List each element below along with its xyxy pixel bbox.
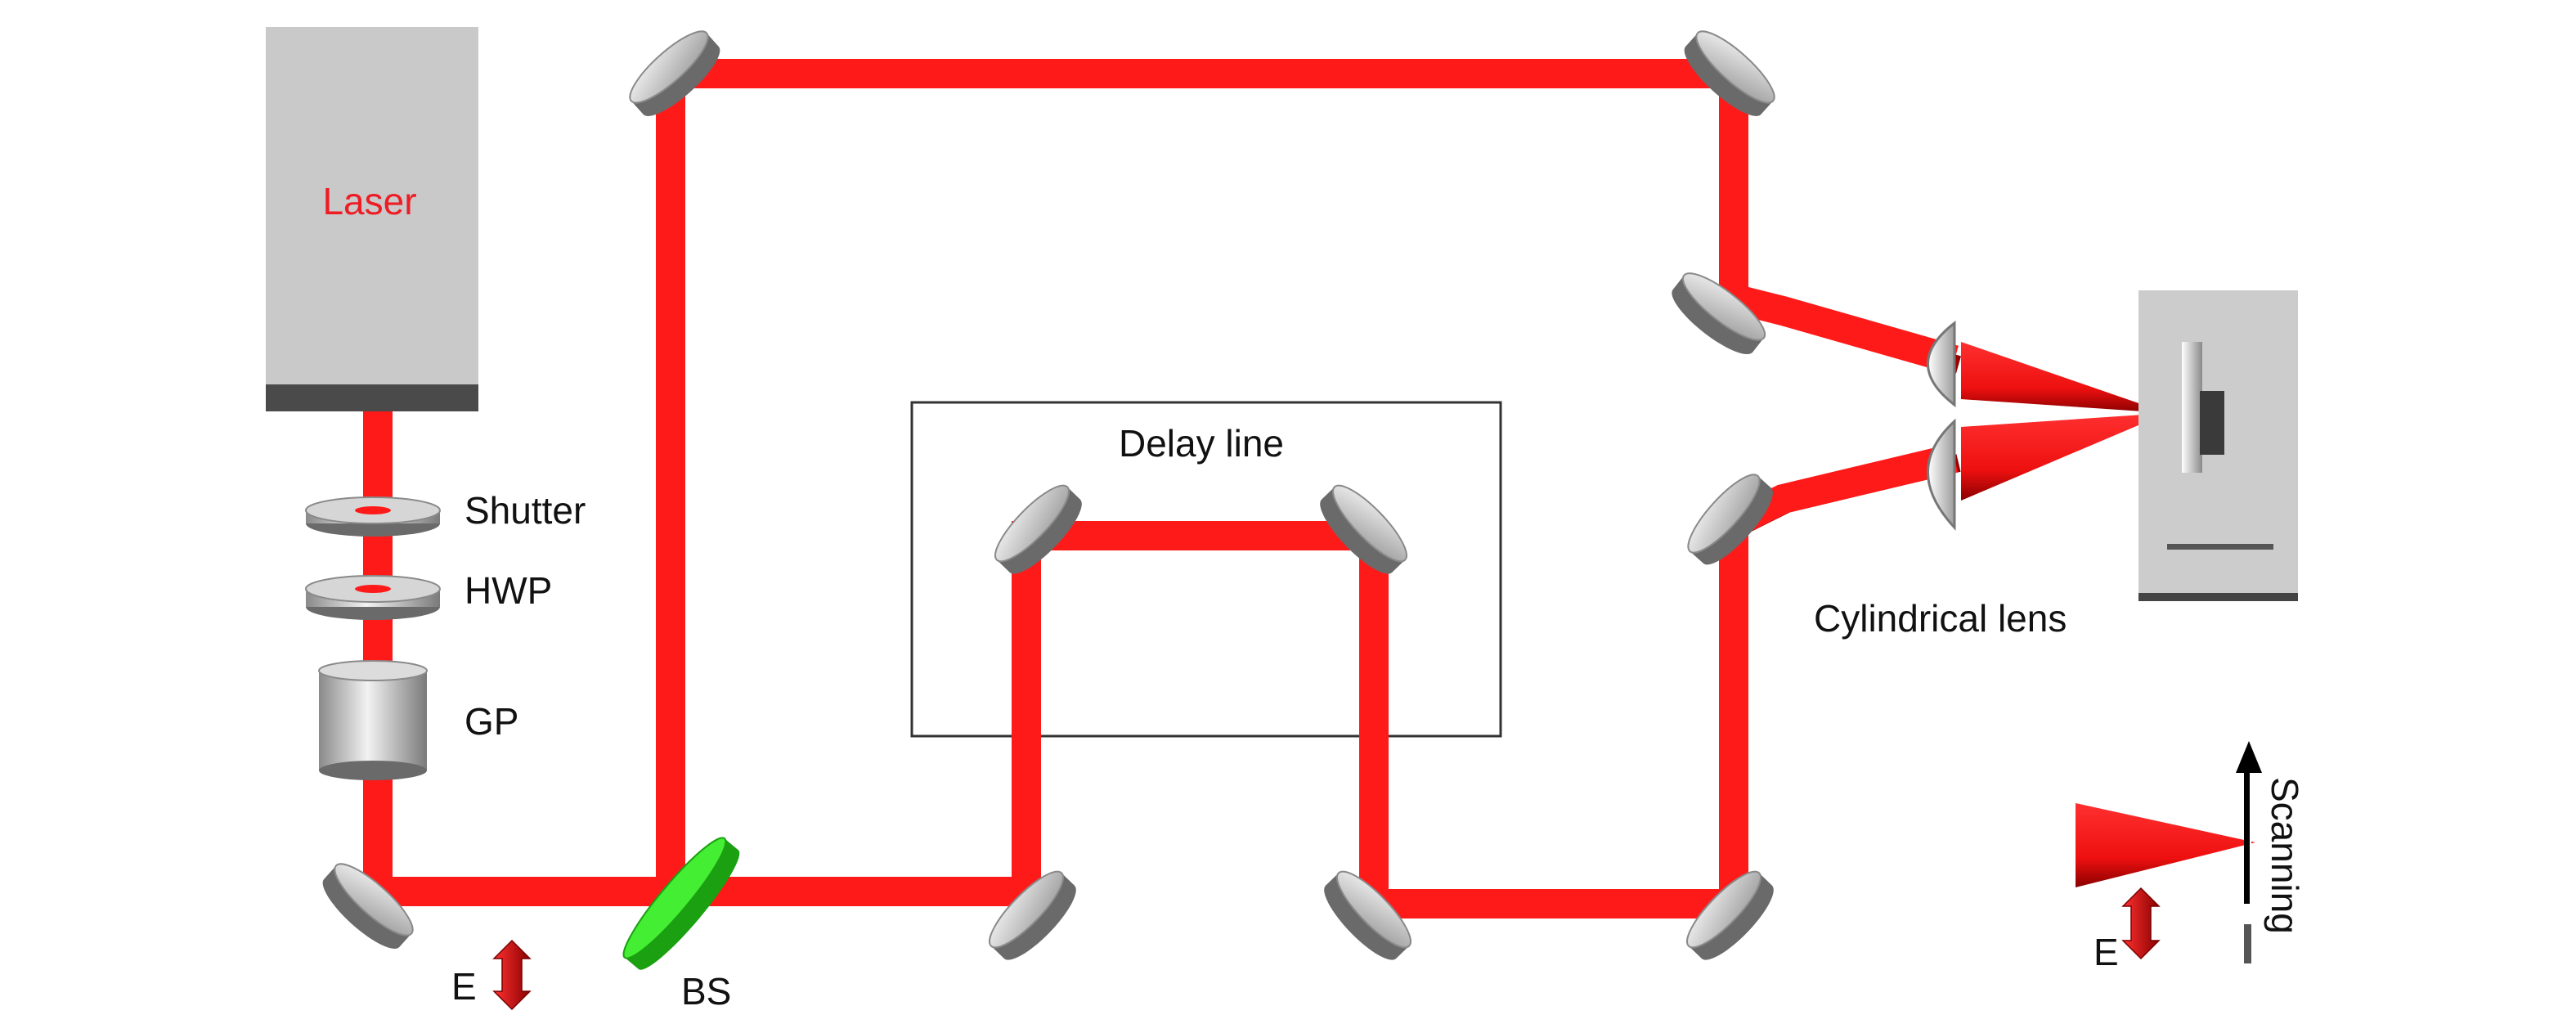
- scanning-label: Scanning: [2264, 777, 2306, 934]
- mirror-top-left: [629, 30, 720, 116]
- shutter-optic: [305, 496, 441, 537]
- scanning-arrowhead: [2236, 741, 2262, 773]
- glan-prism-optic: [318, 660, 428, 780]
- e-label-left: E: [451, 965, 477, 1008]
- shutter-label: Shutter: [464, 489, 586, 532]
- cylindrical-lens-label: Cylindrical lens: [1814, 597, 2067, 640]
- sample-stage: [2138, 290, 2298, 601]
- focused-beams: [1961, 342, 2167, 501]
- mirror-bottom-left: [322, 863, 414, 949]
- cylindrical-lens-lower: [1927, 418, 1956, 531]
- e-label-right: E: [2094, 931, 2119, 973]
- mirror-top-right: [1684, 30, 1775, 116]
- mirror-delay-right: [1320, 484, 1407, 574]
- laser-source: Laser: [266, 27, 478, 411]
- e-field-arrow-right: [2121, 887, 2161, 960]
- delay-line-box: [910, 401, 1502, 738]
- beam-paths: [363, 59, 1962, 918]
- mirror-right-upper: [1672, 272, 1766, 355]
- laser-label: Laser: [322, 180, 416, 222]
- beam-main: [363, 59, 1959, 918]
- gp-label: GP: [464, 700, 518, 743]
- mirror-bottom-mid-left: [989, 870, 1076, 960]
- mirror-bottom-mid-right: [1324, 870, 1411, 960]
- e-field-arrow-left: [492, 939, 532, 1011]
- mirror-bottom-right: [1686, 870, 1774, 960]
- mirror-delay-left: [994, 484, 1082, 574]
- beam-splitter: [622, 837, 740, 970]
- bs-label: BS: [681, 970, 731, 1013]
- hwp-label: HWP: [464, 569, 552, 612]
- scanning-inset: Scanning: [2076, 741, 2306, 963]
- mirror-right-lower: [1687, 474, 1773, 565]
- hwp-optic: [305, 575, 441, 620]
- cylindrical-lens-upper: [1927, 320, 1956, 408]
- delay-line-label: Delay line: [1119, 422, 1284, 465]
